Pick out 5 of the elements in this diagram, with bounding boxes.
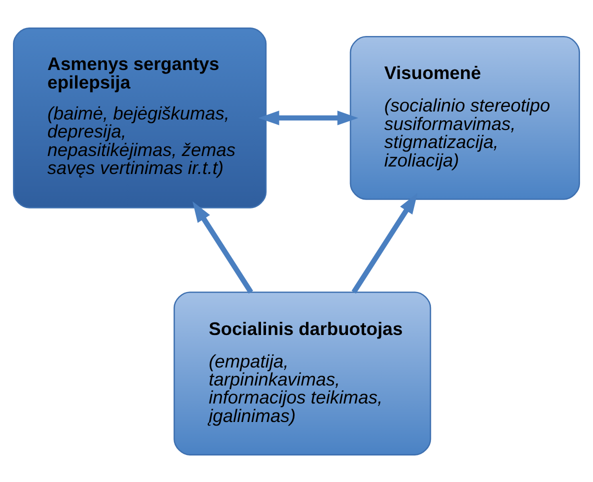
node-box: Socialinis darbuotojas (empatija, tarpininkavimas, informacijos teikimas, įgalinimas) — [174, 291, 432, 455]
arrow — [192, 200, 254, 294]
arrow — [258, 110, 358, 125]
node-box: Visuomenė (socialinio stereotipo susiformavimas, stigmatizacija, izoliacija) — [350, 36, 580, 200]
node-box: Asmenys sergantys epilepsija (baimė, bejėgiškumas, depresija, nepasitikėjimas, žemas savęs vertinimas ir.t.t) — [12, 27, 267, 208]
